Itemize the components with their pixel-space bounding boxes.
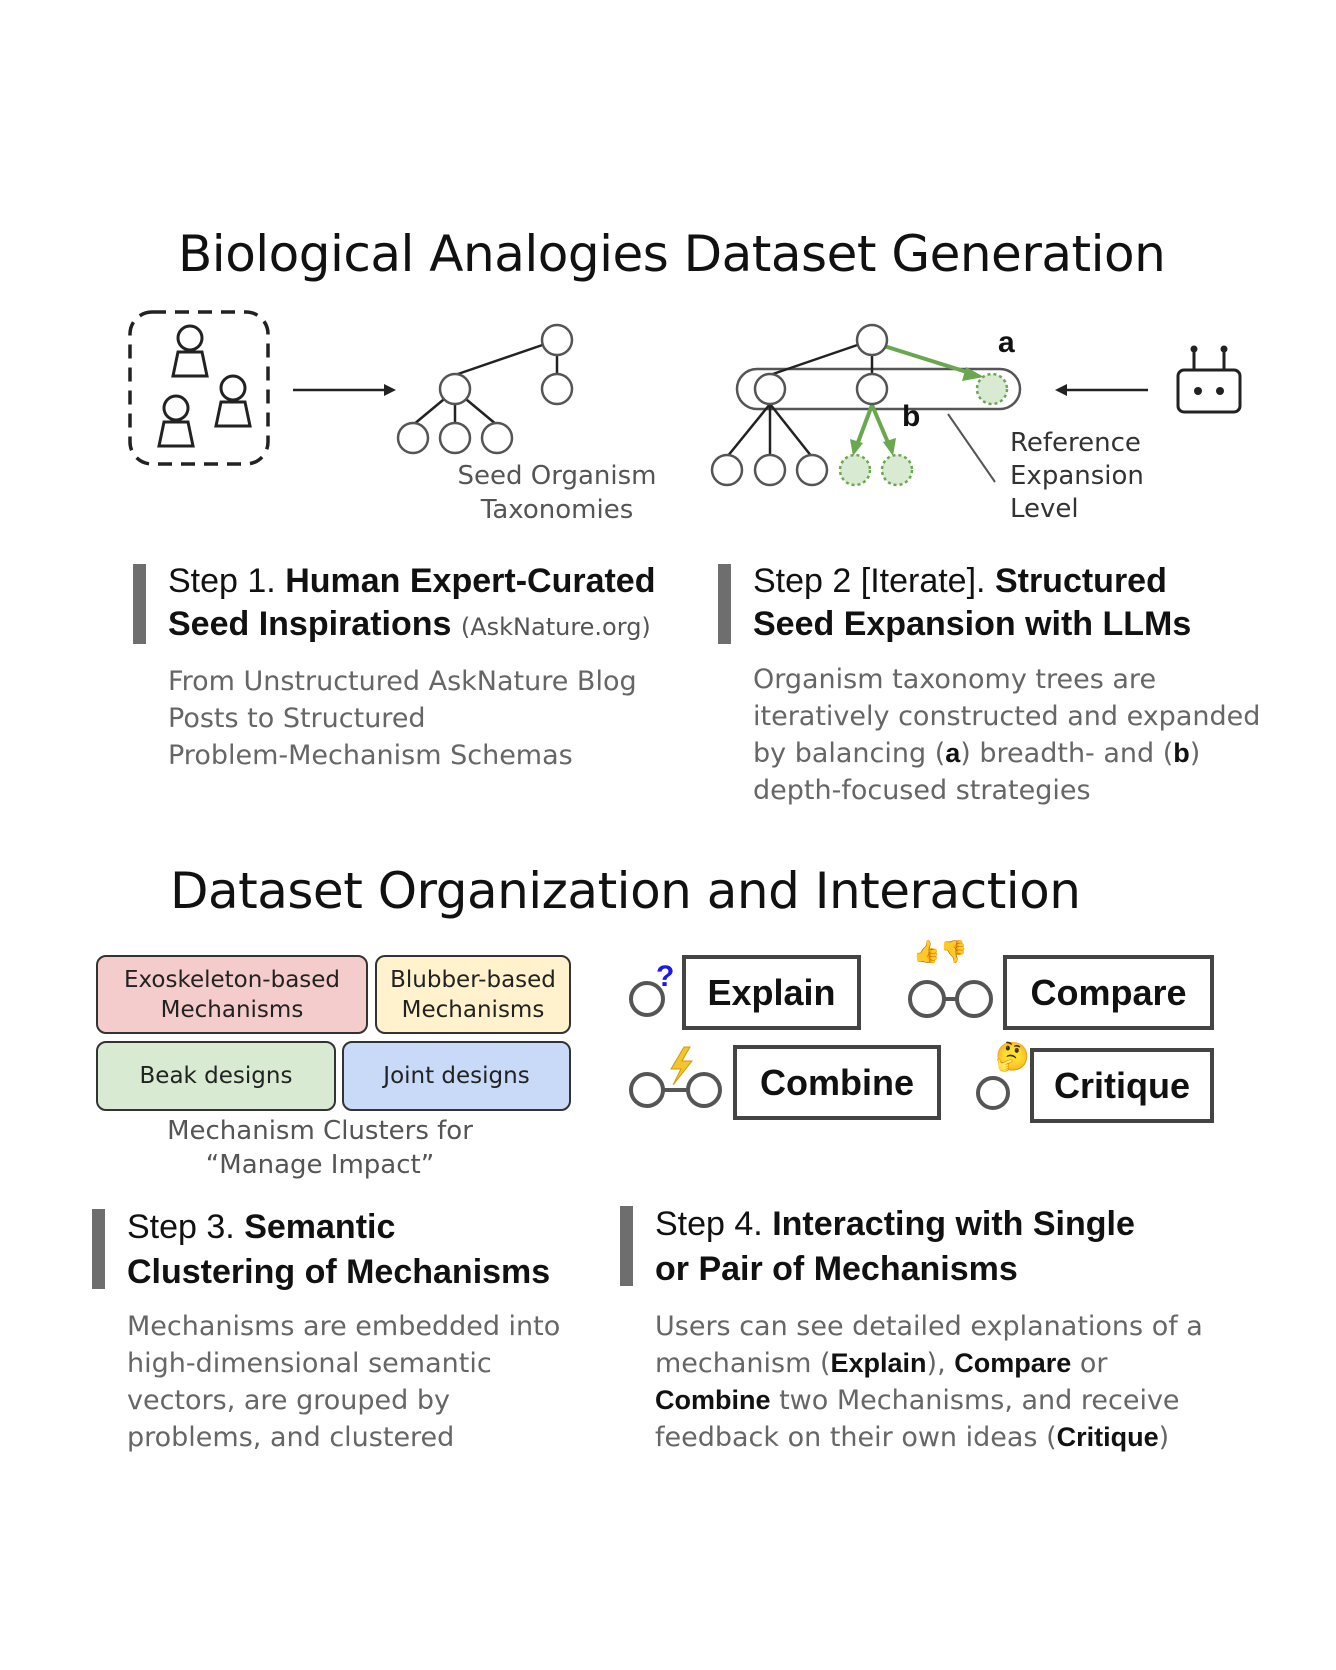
combine-node-icon [686, 1072, 722, 1108]
new-tree-node [880, 453, 914, 487]
label-a: a [998, 326, 1015, 359]
combine-button[interactable]: Combine [733, 1045, 941, 1120]
step2-description: Organism taxonomy trees are iteratively … [753, 664, 1261, 806]
ref-caption-line1: Reference [1010, 428, 1141, 458]
reference-leader-line [947, 413, 996, 483]
compare-button[interactable]: Compare [1003, 955, 1214, 1030]
new-tree-node [975, 372, 1009, 406]
cluster-beak: Beak designs [96, 1041, 336, 1111]
breadth-arrow [883, 344, 971, 375]
depth-arrow [870, 404, 891, 446]
step3-description: Mechanisms are embedded into high-dimens… [127, 1311, 561, 1453]
compare-node-icon [908, 980, 946, 1018]
cluster-joint: Joint designs [342, 1041, 571, 1111]
explain-button[interactable]: Explain [682, 955, 861, 1030]
robot-icon [1176, 352, 1242, 414]
person-icon [157, 394, 195, 448]
seed-caption-line1: Seed Organism [458, 461, 657, 491]
cluster-caption: Mechanism Clusters for “Manage Impact” [167, 1116, 473, 1180]
step2-block: Step 2 [Iterate]. Structured Seed Expans… [718, 560, 1318, 806]
tree-node [480, 421, 514, 455]
section-title-organization: Dataset Organization and Interaction [170, 862, 1081, 920]
critique-node-icon [976, 1076, 1010, 1110]
new-tree-node [838, 453, 872, 487]
step4-block: Step 4. Interacting with Single or Pair … [620, 1202, 1320, 1462]
tree-node [438, 421, 472, 455]
tree-node [795, 453, 829, 487]
step1-block: Step 1. Human Expert-Curated Seed Inspir… [133, 560, 693, 800]
expansion-arrows [855, 344, 971, 446]
critique-button[interactable]: Critique [1030, 1048, 1214, 1123]
reference-expansion-level-band [735, 367, 1022, 411]
step1-heading: Step 1. Human Expert-Curated Seed Inspir… [168, 562, 656, 643]
robot-eye [1194, 387, 1202, 395]
question-icon: ? [656, 960, 674, 993]
step2-heading: Step 2 [Iterate]. Structured Seed Expans… [753, 562, 1192, 643]
human-experts-box [128, 310, 270, 466]
thumbs-icon: 👍👎 [913, 939, 968, 964]
person-icon [171, 324, 209, 378]
robot-antenna [1220, 345, 1228, 353]
tree-node [753, 372, 787, 406]
lightning-icon [670, 1046, 694, 1086]
step3-heading: Step 3. Semantic Clustering of Mechanism… [127, 1208, 551, 1291]
expansion-tree [726, 338, 874, 458]
tree-node [855, 372, 889, 406]
seed-taxonomy-tree [412, 338, 559, 426]
label-b: b [902, 400, 920, 433]
step1-description: From Unstructured AskNature Blog Posts t… [168, 666, 637, 771]
robot-eye [1216, 387, 1224, 395]
ref-caption-line2: Expansion [1010, 461, 1144, 491]
person-icon [214, 374, 252, 428]
thinking-face-icon: 🤔 [995, 1041, 1030, 1072]
section-title-generation: Biological Analogies Dataset Generation [178, 225, 1166, 283]
tree-node [710, 453, 744, 487]
seed-caption-line2: Taxonomies [480, 495, 633, 525]
robot-antenna [1190, 345, 1198, 353]
depth-arrow [855, 404, 874, 446]
tree-node [855, 323, 889, 357]
tree-node [540, 372, 574, 406]
compare-node-icon [955, 980, 993, 1018]
tree-node [438, 372, 472, 406]
tree-node [396, 421, 430, 455]
ref-caption-line3: Level [1010, 494, 1079, 524]
step3-block: Step 3. Semantic Clustering of Mechanism… [92, 1205, 652, 1465]
step2-accent-bar [718, 564, 731, 644]
step3-accent-bar [92, 1209, 105, 1289]
step4-accent-bar [620, 1206, 633, 1286]
step4-heading: Step 4. Interacting with Single or Pair … [655, 1205, 1135, 1288]
step1-accent-bar [133, 564, 146, 644]
tree-node [540, 323, 574, 357]
step4-description: Users can see detailed explanations of a… [655, 1311, 1203, 1453]
tree-node [753, 453, 787, 487]
explain-node-icon [629, 981, 665, 1017]
combine-node-icon [629, 1072, 665, 1108]
